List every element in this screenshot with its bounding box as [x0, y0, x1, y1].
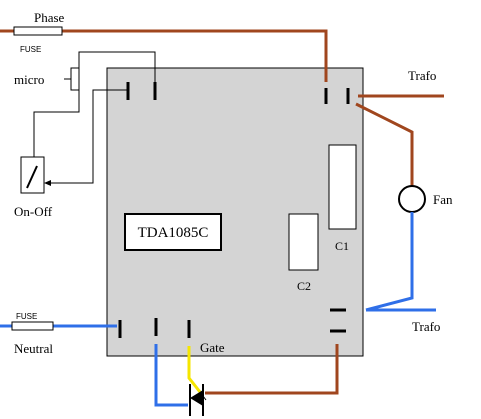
fan-label: Fan	[433, 192, 453, 207]
capacitor-c1	[328, 144, 357, 230]
wire-triac-brown	[205, 344, 339, 395]
phase-label: Phase	[34, 10, 65, 25]
micro-switch	[70, 67, 80, 91]
fuse-bottom-label: FUSE	[16, 312, 37, 321]
neutral-label: Neutral	[14, 341, 53, 356]
wire-gate	[187, 346, 202, 393]
chip-label: TDA1085C	[138, 225, 209, 241]
on-off-lever	[26, 165, 38, 189]
wire-triac-blue	[154, 344, 188, 407]
wire-micro-c	[46, 89, 128, 184]
fuse-bottom	[11, 321, 54, 331]
wire-fan-return	[365, 212, 414, 312]
c2-label: C2	[297, 279, 311, 293]
fuse-top	[13, 26, 63, 36]
wire-micro-a	[78, 51, 156, 82]
control-board	[106, 67, 364, 357]
trafo-top-label: Trafo	[408, 68, 436, 83]
on-off-label: On-Off	[14, 204, 53, 219]
arrow-head-on-off	[44, 180, 51, 186]
wire-micro-b	[33, 90, 80, 157]
wire-phase-main	[62, 29, 328, 82]
gate-label: Gate	[200, 340, 225, 355]
micro-label: micro	[14, 72, 44, 87]
triac-arrow-left	[190, 390, 203, 406]
fuse-top-label: FUSE	[20, 45, 41, 54]
chip-tda1085c	[124, 213, 222, 251]
fan-motor	[398, 185, 426, 213]
wire-triac-gate	[199, 391, 207, 401]
capacitor-c2	[288, 213, 319, 271]
wire-to-fan	[355, 102, 414, 186]
trafo-bottom-label: Trafo	[412, 319, 440, 334]
c1-label: C1	[335, 239, 349, 253]
